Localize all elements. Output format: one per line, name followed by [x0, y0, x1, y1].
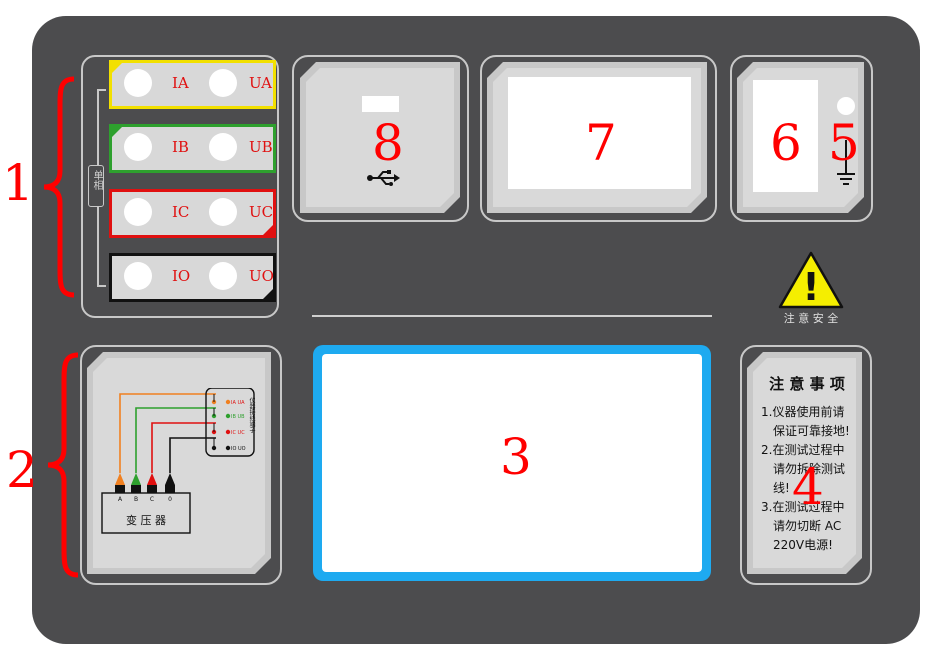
- svg-text:IA UA: IA UA: [231, 400, 245, 406]
- corner-mark: [109, 124, 125, 140]
- notice-line: 请勿拆除测试: [773, 462, 846, 476]
- notice-line: 220V电源!: [773, 538, 833, 552]
- marker-2: 2: [6, 441, 38, 499]
- printer-window: [508, 77, 691, 189]
- terminal-a-current-label: IA: [172, 74, 189, 92]
- current-terminal-socket[interactable]: [124, 133, 152, 161]
- terminal-c-voltage-label: UC: [249, 203, 274, 221]
- corner-mark: [260, 286, 276, 302]
- svg-text:A: A: [118, 496, 123, 503]
- current-terminal-socket[interactable]: [124, 69, 152, 97]
- notice-frame: [740, 345, 872, 585]
- marker-4: 4: [792, 458, 824, 516]
- lcd-display: [322, 354, 702, 572]
- svg-text:IC UC: IC UC: [231, 430, 245, 436]
- terminal-b[interactable]: IB UB: [109, 124, 276, 173]
- svg-text:变 压 器: 变 压 器: [126, 513, 166, 527]
- wiring-frame: [80, 345, 282, 585]
- terminal-o-current-label: IO: [172, 267, 191, 285]
- svg-text:IO UO: IO UO: [231, 446, 246, 452]
- marker-8: 8: [372, 114, 404, 172]
- voltage-terminal-socket[interactable]: [209, 133, 237, 161]
- notice-line: 1.仪器使用前请: [761, 405, 845, 419]
- notice-line: 请勿切断 AC: [773, 519, 842, 533]
- svg-text:C: C: [150, 496, 154, 503]
- marker-1-brace: [43, 76, 75, 298]
- svg-text:IB UB: IB UB: [231, 414, 245, 420]
- voltage-terminal-socket[interactable]: [209, 198, 237, 226]
- current-terminal-socket[interactable]: [124, 198, 152, 226]
- wiring-diagram: IA UA IB UB IC UC IO UO A B C 0 变 压 器: [101, 388, 255, 534]
- usb-frame: [292, 55, 469, 222]
- voltage-terminal-socket[interactable]: [209, 262, 237, 290]
- svg-text:B: B: [134, 496, 138, 503]
- notice-line: 2.在测试过程中: [761, 443, 845, 457]
- terminal-group: [81, 55, 279, 318]
- usb-card-face: [306, 68, 454, 207]
- notice-body: 1.仪器使用前请 保证可靠接地! 2.在测试过程中 请勿拆除测试 线! 3.在测…: [761, 403, 861, 555]
- corner-mark: [260, 222, 276, 238]
- printer-frame: [480, 55, 717, 222]
- notice-card-face: [753, 358, 856, 568]
- lcd-screen[interactable]: [313, 345, 711, 581]
- svg-text:0: 0: [168, 496, 172, 503]
- terminal-c-current-label: IC: [172, 203, 190, 221]
- terminal-o[interactable]: IO UO: [109, 253, 276, 302]
- corner-mark: [109, 60, 125, 76]
- single-phase-label: 单相: [88, 165, 104, 207]
- notice-line: 3.在测试过程中: [761, 500, 845, 514]
- marker-6: 6: [770, 114, 802, 172]
- marker-3: 3: [500, 428, 532, 486]
- ground-icon: [837, 140, 855, 185]
- power-frame: [730, 55, 873, 222]
- terminal-a[interactable]: IA UA: [109, 60, 276, 109]
- instrument-label: 仪器接线端子: [248, 397, 255, 433]
- ground-terminal[interactable]: [837, 97, 855, 115]
- current-terminal-socket[interactable]: [124, 262, 152, 290]
- divider-line: [312, 315, 712, 317]
- marker-5: 5: [828, 114, 860, 172]
- terminal-b-voltage-label: UB: [249, 138, 273, 156]
- notice-line: 保证可靠接地!: [773, 424, 850, 438]
- terminal-o-voltage-label: UO: [249, 267, 274, 285]
- terminal-a-voltage-label: UA: [249, 74, 273, 92]
- marker-2-brace: [47, 352, 79, 578]
- warning-icon: !: [778, 251, 844, 309]
- usb-port[interactable]: [362, 96, 399, 112]
- usb-card: [300, 62, 460, 213]
- power-socket[interactable]: [753, 80, 818, 192]
- warning-label: 注 意 安 全: [783, 312, 839, 325]
- usb-icon: [367, 170, 400, 186]
- single-phase-text: 单相: [91, 170, 102, 190]
- instrument-terminals: [211, 394, 231, 451]
- svg-text:!: !: [802, 265, 819, 309]
- notice-card: [747, 352, 862, 574]
- terminal-c[interactable]: IC UC: [109, 189, 276, 238]
- notice-line: 线!: [773, 481, 790, 495]
- terminal-b-current-label: IB: [172, 138, 189, 156]
- notice-title: 注 意 事 项: [769, 375, 845, 393]
- marker-7: 7: [585, 114, 617, 172]
- marker-1: 1: [2, 154, 34, 212]
- voltage-terminal-socket[interactable]: [209, 69, 237, 97]
